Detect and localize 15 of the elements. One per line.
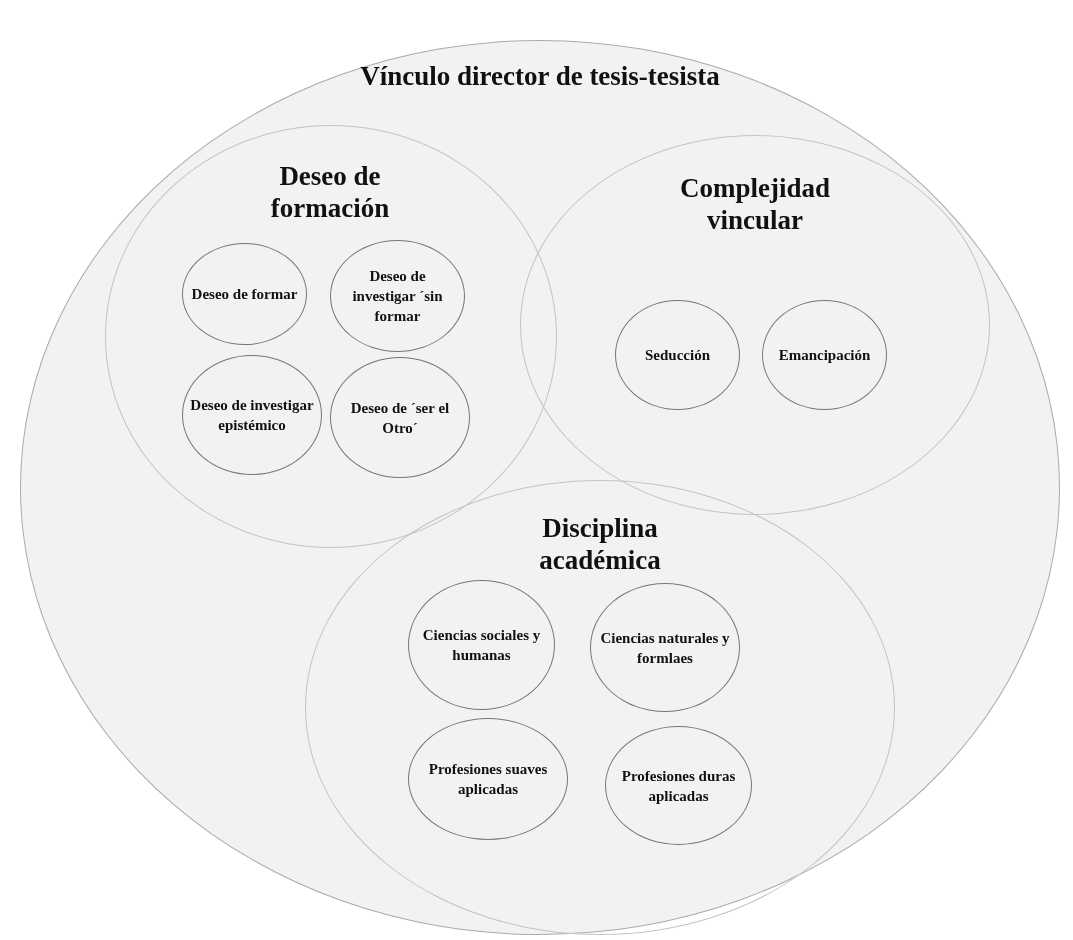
circle-label: Deseo de ´ser el Otro´ [349,398,451,438]
circle-label: Deseo de formar [190,285,299,304]
circle-title: Complejidad vincular [679,172,831,236]
circle-label: Deseo de investigar epistémico [189,396,315,435]
circle-label: Seducción [644,346,711,365]
circle-label: Ciencias naturales y formlaes [599,628,731,668]
circle-label: Emancipación [777,346,872,365]
circle-label: Profesiones duras aplicadas [620,766,737,806]
group-circle [305,480,895,935]
circle-label: Deseo de investigar ´sin formar [351,267,444,326]
circle-title: Disciplina académica [538,512,662,576]
circle-title: Deseo de formación [269,160,391,224]
circle-label: Ciencias sociales y humanas [421,626,542,665]
circle-title: Vínculo director de tesis-tesista [360,60,720,92]
circle-label: Profesiones suaves aplicadas [427,760,549,799]
